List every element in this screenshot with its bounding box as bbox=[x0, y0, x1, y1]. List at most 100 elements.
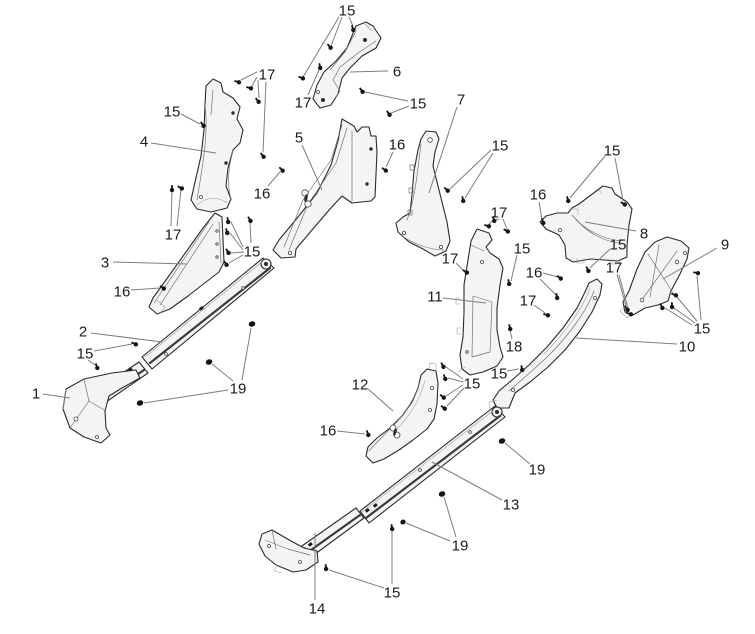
part-9-shape bbox=[619, 236, 690, 319]
callout-label-11: 11 bbox=[427, 289, 443, 306]
leader-line-15 bbox=[510, 254, 518, 282]
leader-line-1 bbox=[42, 393, 71, 399]
leader-line-15 bbox=[614, 157, 624, 202]
screw-head bbox=[486, 224, 492, 229]
screw-fastener-icon bbox=[259, 152, 266, 159]
screw-head bbox=[541, 220, 546, 226]
screw-fastener-icon bbox=[519, 365, 525, 373]
screw-fastener-icon bbox=[543, 313, 551, 318]
screw-head bbox=[443, 376, 448, 382]
callout-label-18: 18 bbox=[506, 339, 523, 356]
screw-stem bbox=[318, 63, 321, 67]
leader-line-15 bbox=[449, 149, 492, 190]
callout-label-3: 3 bbox=[101, 255, 109, 272]
screw-fastener-icon bbox=[254, 97, 261, 104]
screw-fastener-icon bbox=[358, 87, 365, 94]
screw-head bbox=[695, 271, 701, 276]
screw-stem bbox=[326, 43, 331, 48]
leader-line-19 bbox=[504, 442, 531, 465]
screw-stem bbox=[350, 25, 354, 29]
screw-stem bbox=[620, 201, 625, 205]
screw-stem bbox=[225, 248, 229, 253]
leader-line-15 bbox=[328, 569, 385, 589]
screw-stem bbox=[223, 260, 227, 265]
leader-line-15 bbox=[249, 222, 252, 244]
leader-line-7 bbox=[428, 106, 458, 194]
screw-fastener-icon bbox=[440, 362, 446, 370]
callout-label-15: 15 bbox=[77, 346, 94, 363]
screw-stem bbox=[225, 228, 228, 232]
screw-stem bbox=[278, 166, 283, 171]
screw-stem bbox=[246, 86, 250, 89]
screw-stem bbox=[556, 275, 561, 279]
screw-stem bbox=[200, 121, 204, 126]
callout-label-19: 19 bbox=[230, 381, 247, 398]
callout-label-15: 15 bbox=[244, 244, 261, 261]
screw-stem bbox=[440, 362, 444, 367]
screw-head bbox=[669, 304, 675, 310]
callout-label-5: 5 bbox=[295, 130, 303, 147]
screw-fastener-icon bbox=[234, 79, 242, 85]
leader-line-16 bbox=[336, 430, 366, 435]
screw-fastener-icon bbox=[624, 305, 630, 313]
screw-fastener-icon bbox=[566, 196, 571, 204]
screw-stem bbox=[626, 311, 630, 315]
screw-fastener-icon bbox=[620, 201, 628, 207]
callout-label-15: 15 bbox=[492, 138, 509, 155]
leader-line-2 bbox=[90, 332, 163, 343]
screw-fastener-icon bbox=[169, 185, 175, 193]
leader-line-19 bbox=[211, 363, 234, 382]
leader-line-17 bbox=[455, 262, 465, 272]
screw-stem bbox=[555, 293, 558, 297]
leader-line-17 bbox=[618, 274, 630, 313]
callout-label-12: 12 bbox=[352, 377, 369, 394]
leader-line-17 bbox=[262, 81, 267, 153]
screw-fastener-icon bbox=[443, 186, 450, 193]
screw-stem bbox=[508, 324, 511, 328]
leader-line-15 bbox=[589, 248, 611, 269]
part-6-shape bbox=[312, 21, 382, 109]
screw-stem bbox=[671, 292, 675, 296]
screw-fastener-icon bbox=[386, 110, 392, 118]
screw-fastener-icon bbox=[94, 363, 100, 371]
leader-line-15 bbox=[228, 254, 244, 264]
screw-stem bbox=[566, 196, 569, 200]
grommet-fastener-icon bbox=[400, 519, 406, 525]
screw-head bbox=[389, 526, 395, 532]
screw-fastener-icon bbox=[460, 196, 466, 204]
leader-line-16 bbox=[539, 278, 557, 296]
screw-stem bbox=[247, 216, 251, 221]
screw-stem bbox=[177, 185, 182, 189]
grommet-fastener-icon bbox=[498, 438, 506, 444]
callout-label-9: 9 bbox=[721, 237, 729, 254]
screw-head bbox=[554, 295, 560, 301]
screw-head bbox=[507, 281, 512, 287]
leader-line-15 bbox=[87, 359, 96, 366]
callout-label-2: 2 bbox=[79, 324, 87, 341]
screw-head bbox=[169, 187, 175, 193]
callout-label-17: 17 bbox=[606, 260, 623, 277]
screw-fastener-icon bbox=[223, 260, 229, 268]
screw-stem bbox=[541, 218, 544, 222]
leader-line-10 bbox=[575, 337, 678, 345]
screw-fastener-icon bbox=[389, 524, 395, 532]
screw-stem bbox=[324, 564, 327, 568]
screw-head bbox=[317, 65, 323, 71]
screw-fastener-icon bbox=[671, 292, 679, 298]
leader-line-16 bbox=[267, 171, 281, 187]
screw-fastener-icon bbox=[554, 293, 560, 301]
leader-line-13 bbox=[431, 461, 503, 501]
screw-fastener-icon bbox=[278, 166, 285, 173]
screw-stem bbox=[503, 228, 508, 232]
screw-head bbox=[460, 198, 466, 204]
leader-line-15 bbox=[673, 307, 696, 324]
leader-line-15 bbox=[664, 307, 693, 326]
callout-label-15: 15 bbox=[164, 104, 181, 121]
screw-stem bbox=[440, 404, 445, 409]
leader-line-5 bbox=[301, 144, 323, 191]
leader-line-15 bbox=[230, 251, 245, 254]
screw-fastener-icon bbox=[247, 216, 253, 224]
screw-stem bbox=[439, 393, 444, 398]
